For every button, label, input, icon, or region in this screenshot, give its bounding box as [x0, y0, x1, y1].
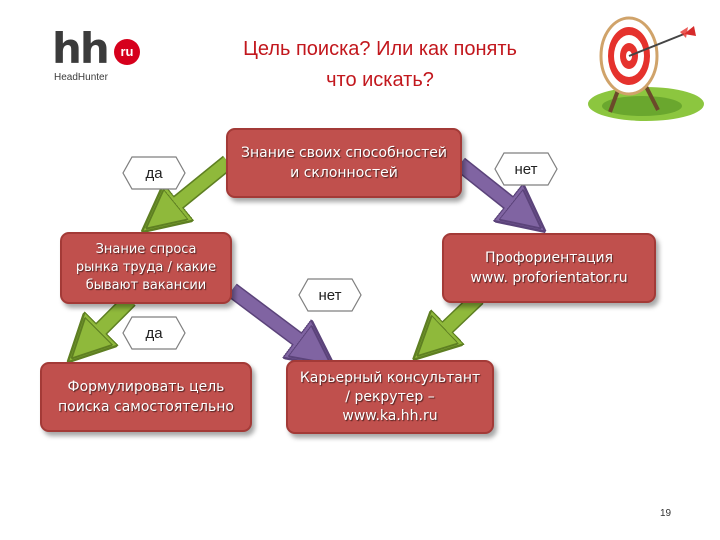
- title-line-1: Цель поиска? Или как понять: [243, 38, 517, 60]
- node-labor-demand-line-2: рынка труда / какие: [75, 260, 217, 275]
- node-career-guidance-line-2: www. proforientator.ru: [470, 270, 628, 286]
- node-self-knowledge: Знание своих способностей и склонностей: [226, 128, 462, 198]
- node-self-knowledge-line-1: Знание своих способностей: [241, 145, 447, 161]
- node-labor-demand-line-1: Знание спроса: [95, 242, 197, 257]
- node-career-guidance-line-1: Профориентация: [484, 250, 614, 266]
- title-line-2: что искать?: [326, 69, 434, 91]
- decision-yes-top: да: [122, 156, 186, 190]
- target-icon: [588, 16, 704, 121]
- hexagon-shape: [298, 278, 362, 312]
- slide-title: Цель поиска? Или как понять что искать?: [200, 34, 560, 96]
- node-career-consultant: Карьерный консультант / рекрутер – www.k…: [286, 360, 494, 434]
- node-career-guidance: Профориентация www. proforientator.ru: [442, 233, 656, 303]
- arrow-demand-to-consultant: [227, 283, 312, 350]
- headhunter-logo: hh ru HeadHunter: [52, 24, 147, 85]
- node-formulate-goal-line-1: Формулировать цель: [67, 379, 225, 395]
- logo-badge: ru: [114, 39, 140, 65]
- node-formulate-goal-line-2: поиска самостоятельно: [58, 399, 234, 415]
- node-career-consultant-line-3: www.ka.hh.ru: [342, 407, 438, 424]
- decision-no-top-label: нет: [514, 160, 538, 178]
- node-labor-demand: Знание спроса рынка труда / какие бывают…: [60, 232, 232, 304]
- decision-yes-top-label: да: [145, 164, 163, 182]
- hexagon-shape: [122, 316, 186, 350]
- decision-yes-bottom: да: [122, 316, 186, 350]
- decision-no-top: нет: [494, 152, 558, 186]
- page-number: 19: [660, 508, 672, 519]
- node-labor-demand-line-3: бывают вакансии: [85, 278, 207, 293]
- decision-yes-bottom-label: да: [145, 324, 163, 342]
- node-career-consultant-line-1: Карьерный консультант: [299, 369, 481, 386]
- arrow-self-to-demand: [164, 155, 234, 214]
- node-career-consultant-line-2: / рекрутер –: [345, 388, 435, 405]
- arrow-demand-to-formulate: [88, 294, 136, 342]
- arrow-guidance-to-consultant: [434, 292, 484, 340]
- decision-no-middle: нет: [298, 278, 362, 312]
- node-self-knowledge-line-2: и склонностей: [290, 165, 398, 181]
- logo-mark: hh: [52, 24, 110, 73]
- decision-no-middle-label: нет: [318, 286, 342, 304]
- node-formulate-goal: Формулировать цель поиска самостоятельно: [40, 362, 252, 432]
- logo-subtitle: HeadHunter: [54, 72, 108, 83]
- hexagon-shape: [494, 152, 558, 186]
- hexagon-shape: [122, 156, 186, 190]
- arrow-self-to-guidance: [455, 157, 523, 214]
